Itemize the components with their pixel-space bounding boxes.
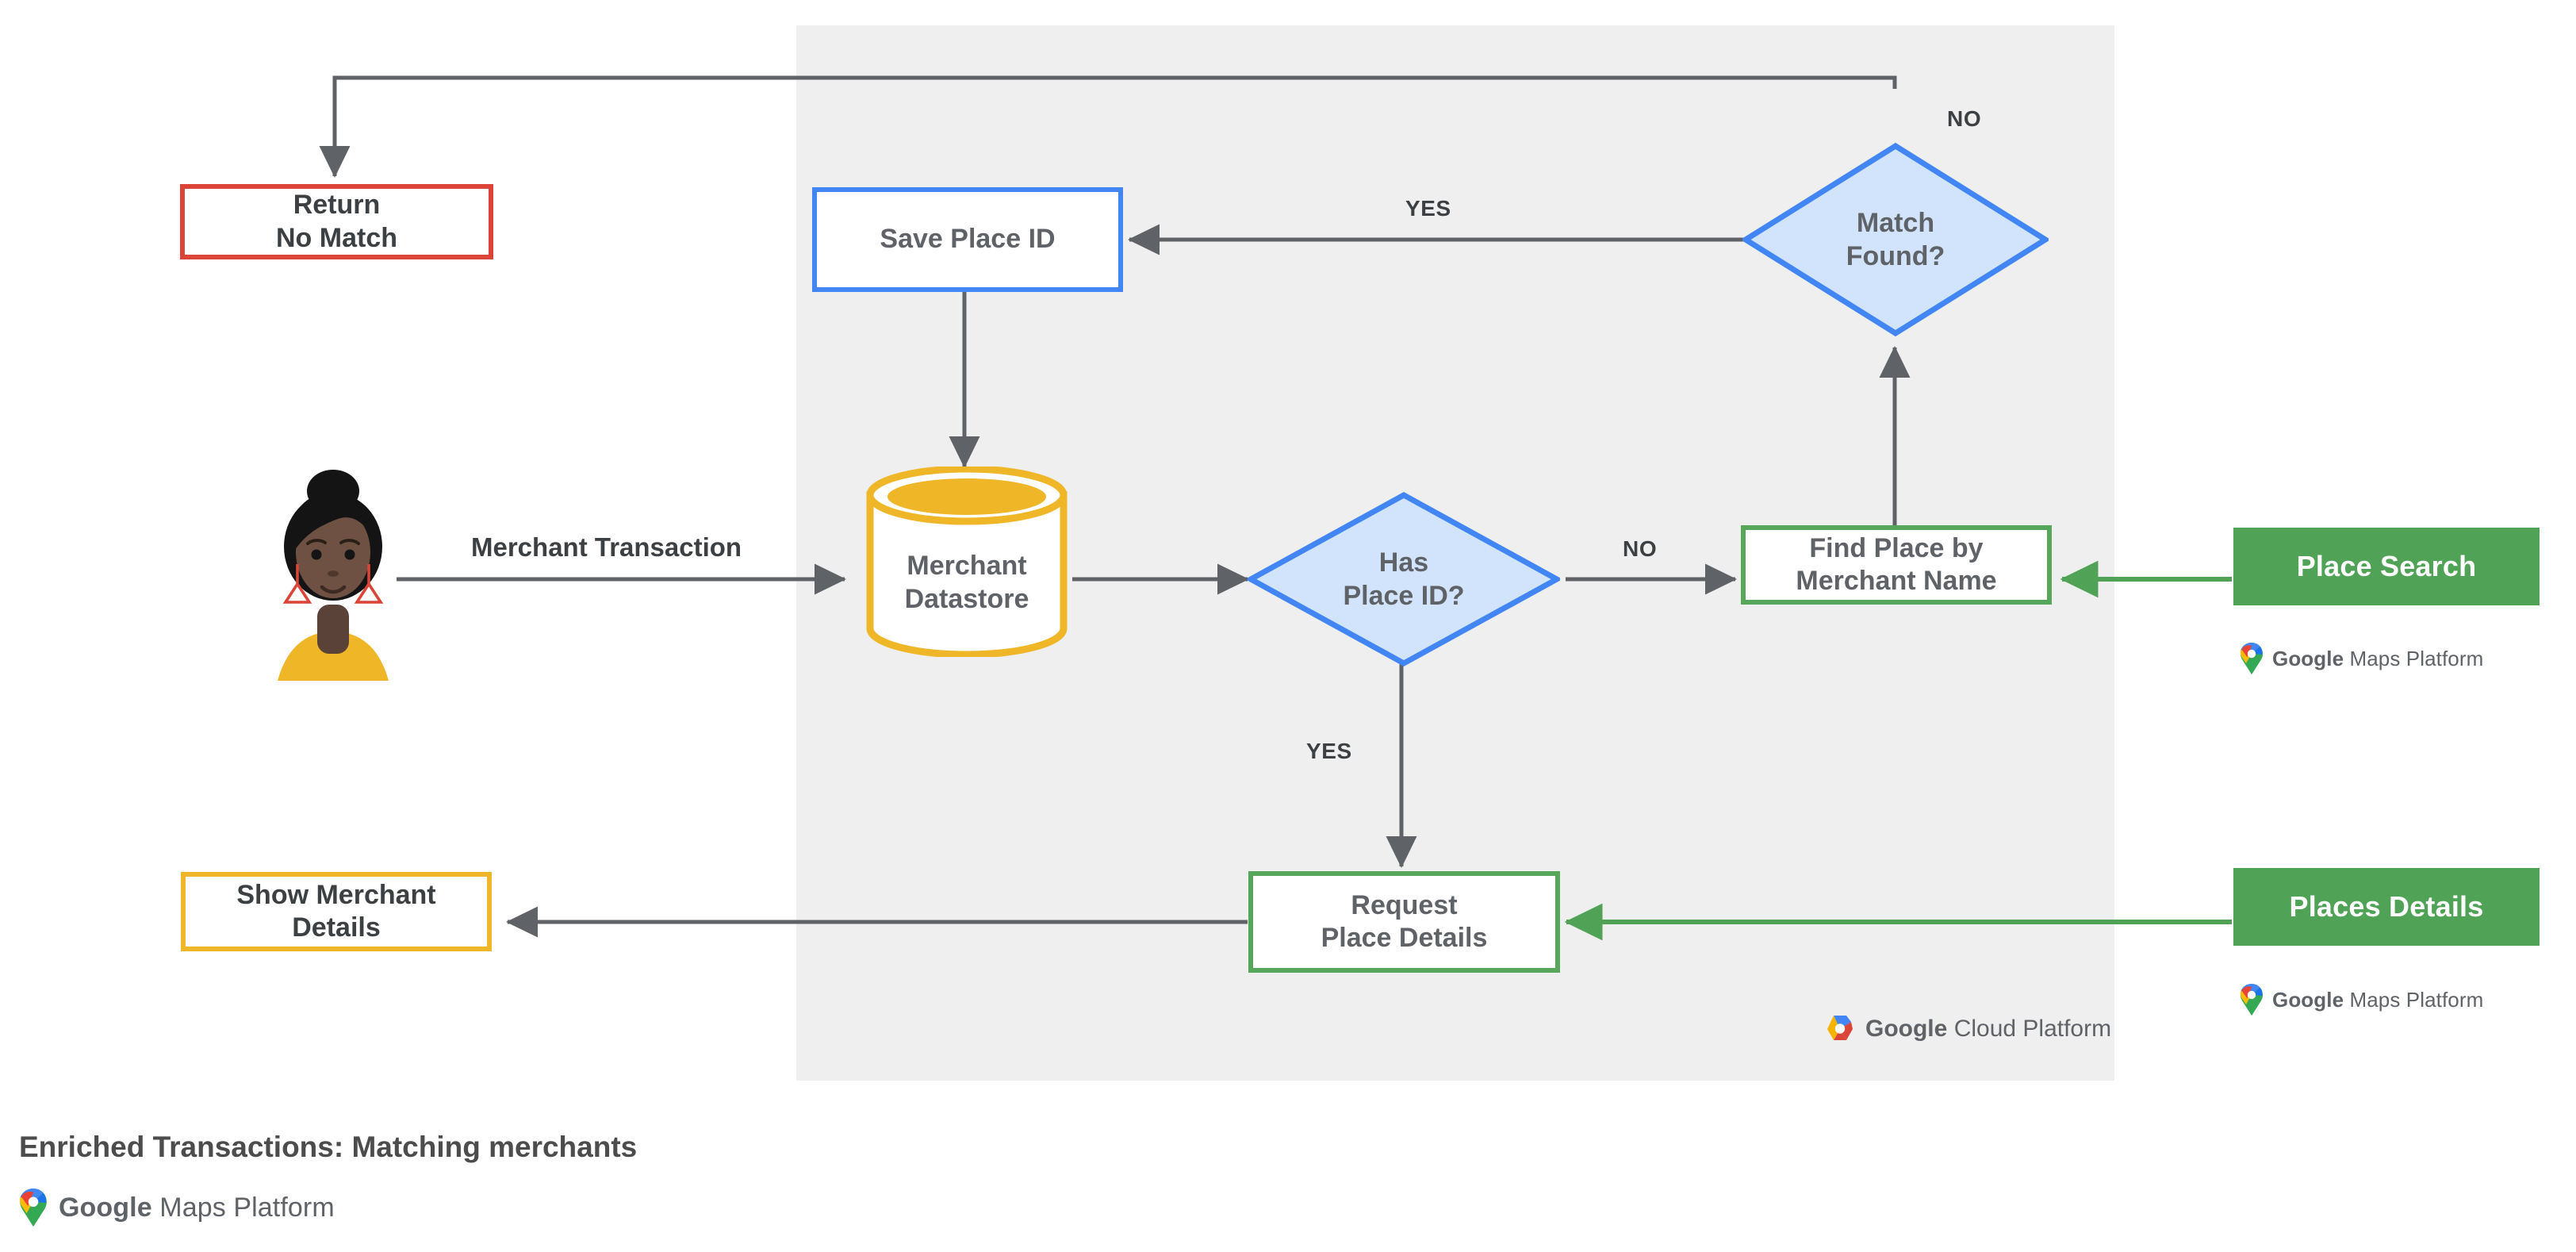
page-title: Enriched Transactions: Matching merchant… xyxy=(19,1131,638,1163)
datastore-cylinder-shape xyxy=(866,465,1068,659)
gmp-brand-text: Google xyxy=(2272,987,2344,1012)
google-maps-pin-icon xyxy=(20,1189,47,1227)
match-found-diamond-shape xyxy=(1740,142,2051,337)
edge-label-match-found-no: NO xyxy=(1947,106,1982,131)
caption-gmp-text: Google Maps Platform xyxy=(59,1192,335,1223)
gmp-lockup-places-details-text: Google Maps Platform xyxy=(2272,988,2483,1012)
gmp-lockup-places-details: Google Maps Platform xyxy=(2240,984,2483,1016)
node-save-place-id-label: Save Place ID xyxy=(880,224,1056,255)
gmp-product-text: Maps Platform xyxy=(159,1192,335,1223)
node-merchant-datastore[interactable]: Merchant Datastore xyxy=(864,465,1069,659)
gcp-brand-text: Google xyxy=(1865,1016,1948,1042)
edge-label-has-place-id-yes: YES xyxy=(1306,739,1352,763)
node-return-no-match-label: Return No Match xyxy=(276,190,397,253)
google-cloud-platform-lockup: Google Cloud Platform xyxy=(1824,1014,2111,1044)
avatar-illustration xyxy=(278,470,389,681)
node-find-place-by-merchant-name-label: Find Place by Merchant Name xyxy=(1796,532,1997,596)
gmp-lockup-place-search-text: Google Maps Platform xyxy=(2272,647,2483,671)
node-has-place-id-label: Has Place ID? xyxy=(1343,547,1465,612)
node-match-found-label: Match Found? xyxy=(1846,207,1945,272)
api-chip-place-search-label: Place Search xyxy=(2296,550,2477,582)
google-maps-pin-icon xyxy=(2240,984,2263,1016)
api-chip-places-details[interactable]: Places Details xyxy=(2233,868,2540,946)
google-cloud-platform-hexagon-icon xyxy=(1827,1016,1853,1040)
gmp-product-text: Maps Platform xyxy=(2349,987,2484,1012)
node-request-place-details-label: Request Place Details xyxy=(1321,889,1488,953)
node-request-place-details[interactable]: Request Place Details xyxy=(1248,871,1560,973)
api-chip-places-details-label: Places Details xyxy=(2289,890,2484,923)
node-find-place-by-merchant-name[interactable]: Find Place by Merchant Name xyxy=(1741,525,2052,605)
gcp-product-text: Cloud Platform xyxy=(1953,1016,2112,1042)
node-show-merchant-details-label: Show Merchant Details xyxy=(236,879,436,943)
api-chip-place-search[interactable]: Place Search xyxy=(2233,528,2540,605)
edge-label-merchant-transaction: Merchant Transaction xyxy=(471,532,742,562)
gmp-lockup-place-search: Google Maps Platform xyxy=(2240,643,2483,674)
google-maps-pin-icon xyxy=(2240,643,2263,674)
edge-label-has-place-id-no: NO xyxy=(1623,536,1658,561)
node-show-merchant-details[interactable]: Show Merchant Details xyxy=(181,872,492,951)
gmp-brand-text: Google xyxy=(59,1192,152,1223)
node-merchant-datastore-label: Merchant Datastore xyxy=(904,550,1029,615)
gmp-product-text: Maps Platform xyxy=(2349,646,2484,670)
node-match-found[interactable]: Match Found? xyxy=(1740,142,2051,337)
node-save-place-id[interactable]: Save Place ID xyxy=(812,187,1123,292)
gmp-brand-text: Google xyxy=(2272,646,2344,670)
has-place-id-diamond-shape xyxy=(1244,492,1563,666)
google-cloud-platform-text: Google Cloud Platform xyxy=(1865,1016,2111,1043)
caption-google-maps-platform-lockup: Google Maps Platform xyxy=(19,1189,335,1227)
merchant-customer-avatar xyxy=(262,465,404,681)
node-return-no-match[interactable]: Return No Match xyxy=(180,184,493,259)
edge-label-match-found-yes: YES xyxy=(1405,196,1451,221)
node-has-place-id[interactable]: Has Place ID? xyxy=(1244,492,1563,666)
